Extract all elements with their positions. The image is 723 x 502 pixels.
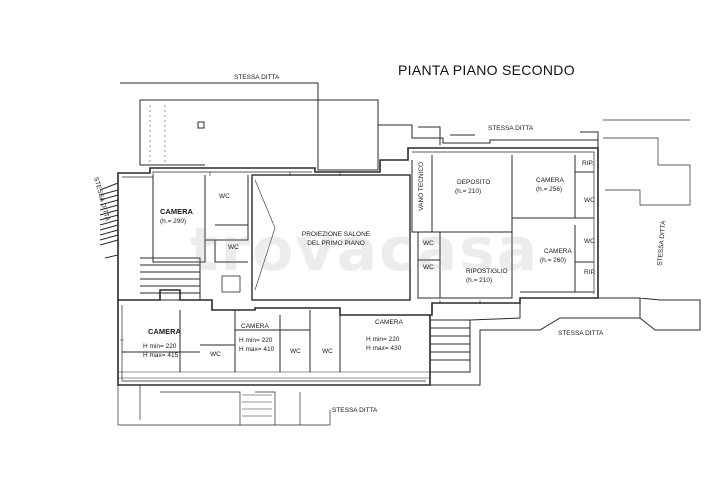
room-camera-bm-name: CAMERA — [241, 323, 269, 330]
room-ripostiglio-name: RIPOSTIGLIO — [466, 268, 508, 275]
room-wc-2: WC — [228, 244, 239, 251]
room-camera-right-top-name: CAMERA — [536, 177, 564, 184]
room-salone-line2: DEL PRIMO PIANO — [307, 240, 365, 247]
stair-left — [99, 182, 119, 259]
room-camera-br-hmin: H min= 220 — [366, 336, 400, 343]
room-camera-bm-hmin: H min= 220 — [239, 337, 273, 344]
room-wc-bl: WC — [210, 351, 221, 358]
room-camera-bm-hmax: H max= 410 — [239, 346, 275, 353]
room-camera-br-hmax: H max= 430 — [366, 345, 402, 352]
wall-wc-1 — [204, 175, 249, 241]
room-camera-bl-hmax: H max= 415 — [143, 352, 179, 359]
neighbor-bottom: STESSA DITTA — [332, 407, 378, 414]
room-camera-right-bottom-name: CAMERA — [544, 248, 572, 255]
room-wc-mid-2: WC — [423, 264, 434, 271]
lower-wing-outline — [117, 300, 431, 386]
stair-center-box — [221, 275, 241, 293]
room-camera-bl-name: CAMERA — [148, 327, 181, 336]
neighbor-bottom-right: STESSA DITTA — [558, 330, 604, 337]
room-camera-br-name: CAMERA — [375, 319, 403, 326]
room-camera-right-top-height: (h.= 256) — [536, 186, 563, 193]
room-deposito-height: (h.= 210) — [455, 188, 482, 195]
stair-right — [430, 319, 471, 373]
room-rip-top: RIP. — [582, 160, 594, 167]
room-camera-left-name: CAMERA — [160, 207, 193, 216]
room-wc-1: WC — [219, 193, 230, 200]
room-rip-bottom: RIP. — [584, 269, 596, 276]
wall-camera-bl — [122, 310, 236, 372]
lower-corridor — [118, 371, 430, 379]
room-wc-bm1: WC — [290, 348, 301, 355]
room-camera-right-bottom-height: (h.= 260) — [540, 257, 567, 264]
wall-wc-bm — [309, 310, 341, 372]
room-camera-left-height: (h.= 290) — [160, 218, 187, 225]
building-outline-inner — [122, 151, 595, 294]
room-ripostiglio-height: (h.= 210) — [466, 277, 493, 284]
room-wc-right-top: WC — [584, 197, 595, 204]
neighbor-top-right: STESSA DITTA — [488, 125, 534, 132]
room-deposito-name: DEPOSITO — [457, 179, 491, 186]
stair-bottom — [242, 394, 272, 417]
room-salone-line1: PROIEZIONE SALONE — [301, 231, 371, 238]
room-vano-tecnico: VANO TECNICO — [418, 161, 426, 211]
wall-ticks — [120, 172, 481, 341]
lower-ground-outline — [117, 385, 331, 426]
wall-camera-bm — [234, 310, 310, 372]
lower-wing-inner — [121, 305, 426, 382]
chimney — [197, 121, 205, 129]
terrace-outline — [120, 82, 599, 153]
room-wc-mid-1: WC — [423, 240, 434, 247]
salone-beam — [254, 179, 276, 291]
room-wc-bm2: WC — [322, 348, 333, 355]
far-right-terrace — [603, 119, 691, 206]
wall-camera-right-top — [511, 155, 594, 298]
room-camera-bl-hmin: H min= 220 — [143, 343, 177, 350]
terrace-shade — [149, 105, 166, 162]
right-lower-outline — [430, 297, 701, 386]
wall-camera-right-bottom — [520, 225, 594, 293]
room-wc-right-bottom: WC — [584, 238, 595, 245]
wall-salone — [251, 174, 411, 301]
stair-left-mid — [140, 257, 201, 301]
wall-wc-2 — [214, 224, 248, 263]
plan-title: PIANTA PIANO SECONDO — [398, 62, 575, 78]
watermark: trovacasa — [190, 215, 540, 285]
neighbor-top: STESSA DITTA — [234, 74, 280, 81]
right-small-terraces — [418, 126, 599, 145]
terrace-inner — [139, 99, 379, 171]
